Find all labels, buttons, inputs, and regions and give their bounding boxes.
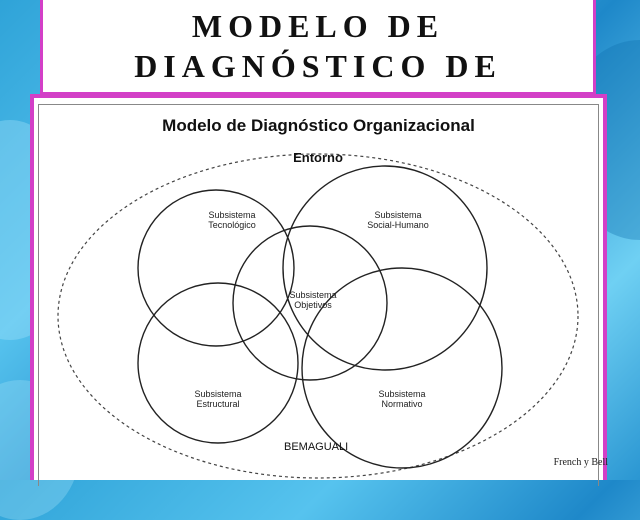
slide-title-box: MODELO DE DIAGNÓSTICO DE — [40, 0, 596, 95]
slide-title-line-2: DIAGNÓSTICO DE — [134, 48, 502, 84]
label-social-humano-1: Subsistema — [374, 210, 421, 220]
venn-diagram: Entorno Subsistema Tecnológico Subsistem… — [57, 150, 579, 479]
circle-social-humano — [282, 165, 488, 371]
label-estructural-1: Subsistema — [194, 389, 241, 399]
environment-label: Entorno — [293, 150, 343, 165]
label-normativo-1: Subsistema — [378, 389, 425, 399]
circle-normativo — [301, 267, 503, 469]
circle-tecnologico — [137, 189, 295, 347]
slide-title-line-1: MODELO DE — [191, 8, 445, 44]
environment-ellipse — [57, 153, 579, 479]
label-tecnologico-1: Subsistema — [208, 210, 255, 220]
source-credit: French y Bell — [553, 457, 608, 468]
circle-estructural — [137, 282, 299, 444]
diagram-title: Modelo de Diagnóstico Organizacional — [162, 116, 475, 135]
label-tecnologico-2: Tecnológico — [208, 220, 256, 230]
diagram-frame — [38, 104, 599, 486]
diagram-panel: Modelo de Diagnóstico Organizacional — [30, 94, 607, 486]
label-objetivos-1: Subsistema — [289, 290, 336, 300]
label-objetivos-2: Objetivos — [294, 300, 332, 310]
label-normativo-2: Normativo — [381, 399, 422, 409]
label-social-humano-2: Social-Humano — [367, 220, 429, 230]
label-estructural-2: Estructural — [196, 399, 239, 409]
watermark: BEMAGUALI — [284, 441, 349, 453]
circle-objetivos — [232, 225, 388, 381]
